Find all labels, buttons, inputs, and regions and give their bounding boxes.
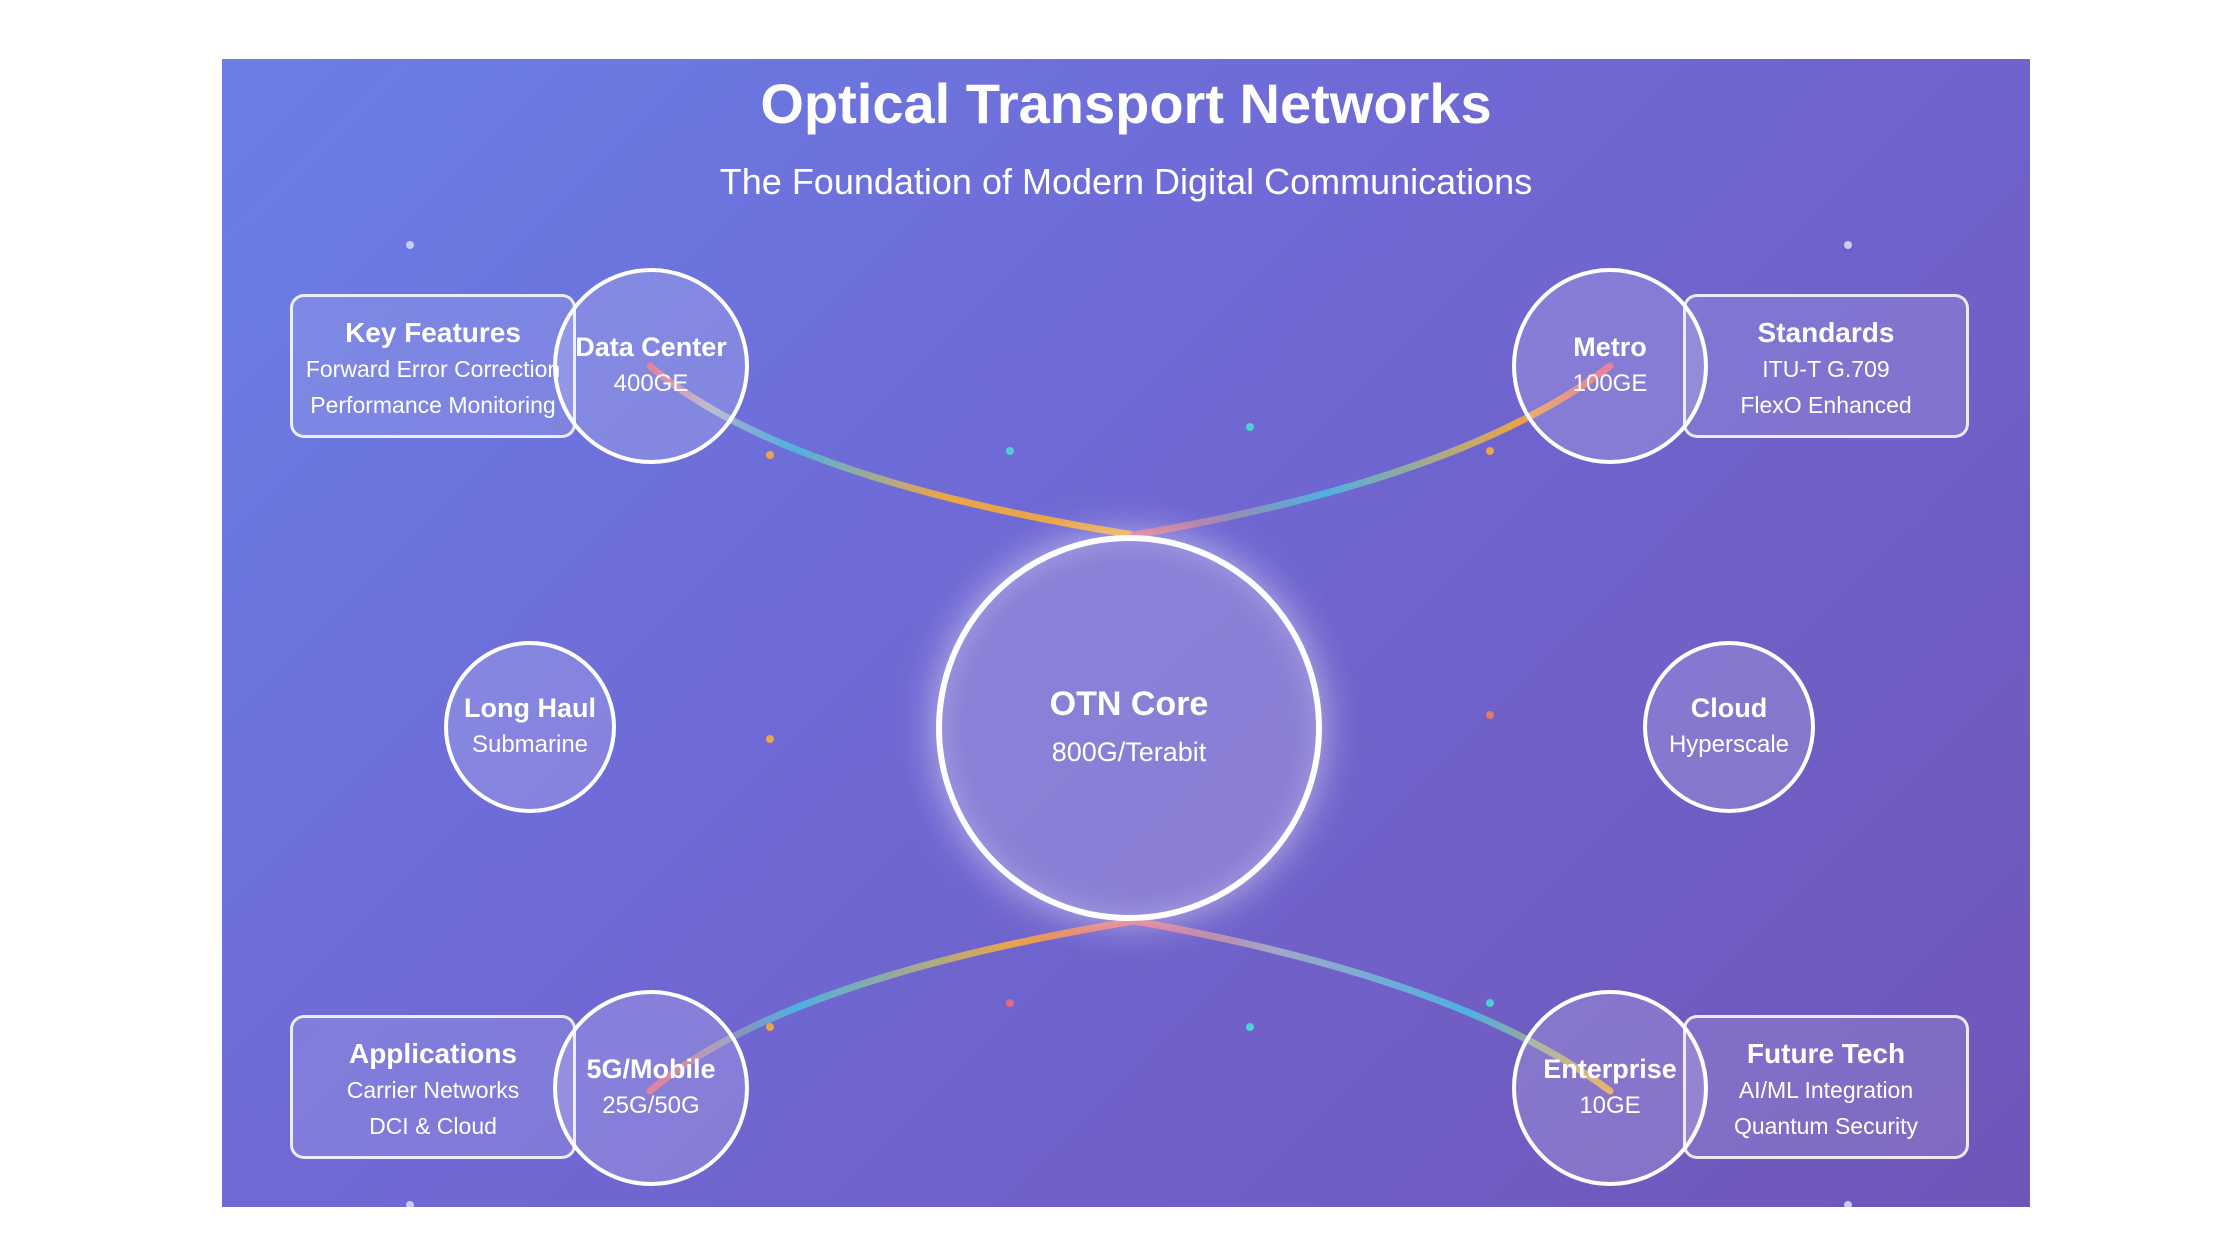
- box-line: Quantum Security: [1733, 1113, 1919, 1139]
- box-line: AI/ML Integration: [1738, 1077, 1914, 1103]
- future-tech-box: Future Tech AI/ML Integration Quantum Se…: [1683, 1015, 1969, 1159]
- box-line: Performance Monitoring: [310, 392, 556, 418]
- decor-dot: [406, 1201, 414, 1207]
- box-line: DCI & Cloud: [369, 1113, 497, 1139]
- node-metro: Metro 100GE: [1512, 268, 1708, 464]
- node-name: Metro: [1573, 332, 1647, 362]
- decor-dot: [1486, 711, 1494, 719]
- box-title: Applications: [348, 1038, 517, 1069]
- key-features-box: Key Features Forward Error Correction Pe…: [290, 294, 576, 438]
- box-title: Future Tech: [1746, 1038, 1906, 1069]
- decor-dot: [1006, 999, 1014, 1007]
- box-line: FlexO Enhanced: [1740, 392, 1912, 418]
- applications-box: Applications Carrier Networks DCI & Clou…: [290, 1015, 576, 1159]
- core-sub: 800G/Terabit: [1051, 737, 1207, 767]
- decor-dot: [1486, 999, 1494, 1007]
- node-sub: 25G/50G: [602, 1092, 700, 1119]
- node-long-haul: Long Haul Submarine: [444, 641, 616, 813]
- decor-dot: [766, 735, 774, 743]
- node-sub: Submarine: [471, 731, 589, 758]
- node-data-center: Data Center 400GE: [553, 268, 749, 464]
- box-line: Carrier Networks: [346, 1077, 520, 1103]
- box-title: Standards: [1757, 317, 1895, 348]
- decor-dot: [1246, 1023, 1254, 1031]
- node-enterprise: Enterprise 10GE: [1512, 990, 1708, 1186]
- decor-dot: [1246, 423, 1254, 431]
- page-title: Optical Transport Networks: [760, 72, 1492, 135]
- standards-box: Standards ITU-T G.709 FlexO Enhanced: [1683, 294, 1969, 438]
- decor-dot: [406, 241, 414, 249]
- decor-dot: [766, 1023, 774, 1031]
- box-line: Forward Error Correction: [305, 356, 561, 382]
- box-line: ITU-T G.709: [1762, 356, 1890, 382]
- core-name: OTN Core: [1049, 685, 1209, 723]
- node-otn-core: OTN Core 800G/Terabit: [936, 535, 1322, 921]
- box-title: Key Features: [345, 317, 521, 348]
- node-sub: 10GE: [1579, 1092, 1641, 1119]
- node-sub: 400GE: [613, 370, 689, 397]
- node-sub: Hyperscale: [1668, 731, 1790, 758]
- node-name: Long Haul: [464, 693, 596, 723]
- node-sub: 100GE: [1572, 370, 1648, 397]
- node-cloud: Cloud Hyperscale: [1643, 641, 1815, 813]
- node-name: Enterprise: [1543, 1054, 1677, 1084]
- node-name: Cloud: [1690, 693, 1768, 723]
- node-name: 5G/Mobile: [586, 1054, 716, 1084]
- node-5g-mobile: 5G/Mobile 25G/50G: [553, 990, 749, 1186]
- decor-dot: [1844, 241, 1852, 249]
- node-name: Data Center: [575, 332, 727, 362]
- diagram-canvas: Optical Transport Networks The Foundatio…: [222, 59, 2030, 1207]
- decor-dot: [1006, 447, 1014, 455]
- decor-dot: [1486, 447, 1494, 455]
- page-subtitle: The Foundation of Modern Digital Communi…: [719, 161, 1533, 202]
- decor-dot: [1844, 1201, 1852, 1207]
- decor-dot: [766, 451, 774, 459]
